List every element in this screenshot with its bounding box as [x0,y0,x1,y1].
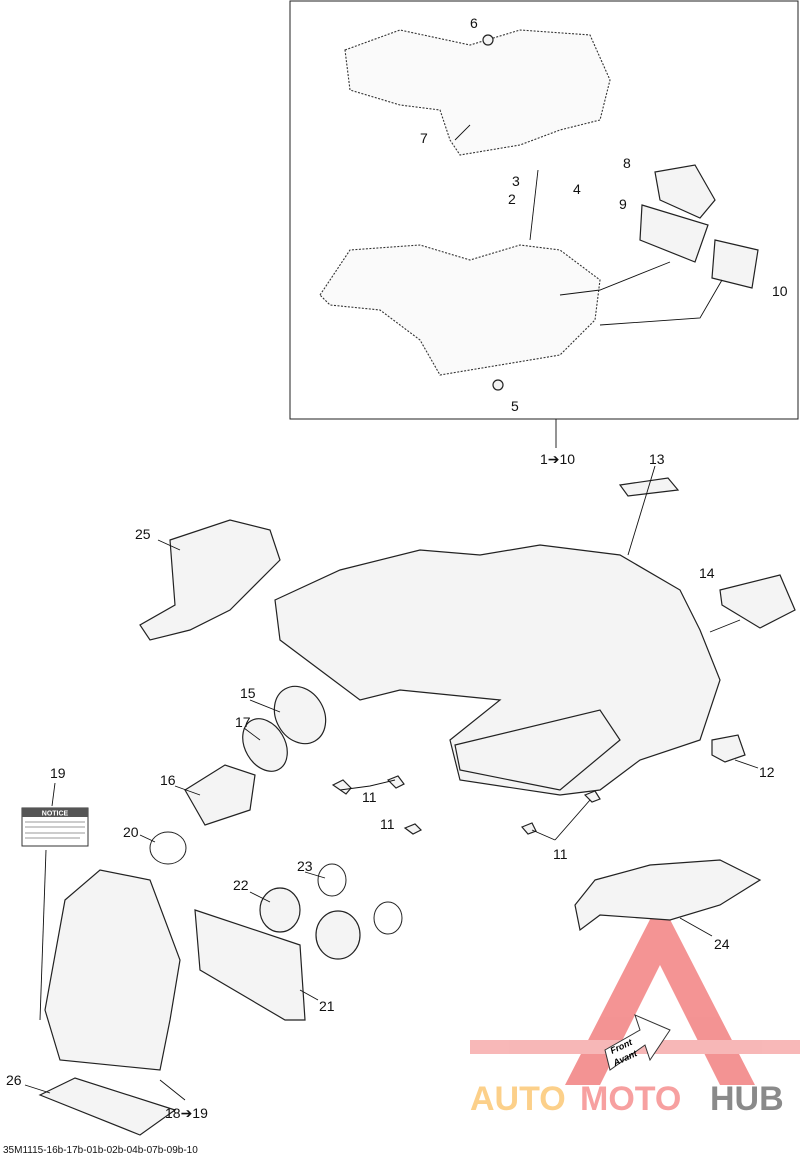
boot-part-22a [259,887,301,933]
callout-13: 13 [649,451,665,467]
leader-lines [24,124,759,1101]
callout-26: 26 [6,1072,22,1088]
callout-7: 7 [420,130,428,146]
oring-part-20 [149,831,187,865]
callout-11-b: 11 [380,816,395,832]
callout-23: 23 [297,858,313,874]
callout-3: 3 [512,173,520,189]
callout-22: 22 [233,877,249,893]
callout-10: 10 [772,283,788,299]
callout-5: 5 [511,398,519,414]
plate-part-21 [194,909,306,1021]
diagram-reference-code: 35M1115-16b-17b-01b-02b-04b-07b-09b-10 [3,1145,198,1156]
bracket-part-25 [139,519,281,641]
cap-part-12 [711,734,746,763]
callout-24: 24 [714,936,730,952]
callout-11-c: 11 [553,846,568,862]
callout-18-to-19: 18➔19 [165,1105,208,1121]
panel-part-14 [719,574,796,629]
intake-duct-part [454,709,621,791]
callout-9: 9 [619,196,627,212]
seal-part-26 [38,1077,177,1136]
callout-20: 20 [123,824,139,840]
filter-part-8 [654,164,716,219]
boot-part-15 [273,685,327,745]
callout-16: 16 [160,772,176,788]
notice-label-part: NOTICE [21,807,89,847]
svg-text:MOTO: MOTO [580,1080,681,1118]
upper-cover-part [344,29,611,156]
callout-17: 17 [235,714,251,730]
callout-2: 2 [508,191,516,207]
callout-1-to-10: 1➔10 [540,451,575,467]
boot-part-22b [315,910,361,960]
clamp-part-23a [317,863,347,897]
svg-text:AUTO: AUTO [470,1080,566,1118]
inset-box [289,0,799,420]
callout-4: 4 [573,181,581,197]
watermark-text: AUTO MOTO HUB [470,1080,784,1118]
adapter-part-16 [184,764,256,826]
callout-14: 14 [699,565,715,581]
callout-15: 15 [240,685,256,701]
clamp-part-23b [373,901,403,935]
svg-text:HUB: HUB [710,1080,784,1118]
svg-text:NOTICE: NOTICE [42,811,69,818]
filter-part-10 [711,239,759,289]
duct-part-24 [574,859,762,932]
lower-housing-part [319,244,601,376]
clamp-part-17 [242,718,288,772]
callout-12: 12 [759,764,775,780]
callout-8: 8 [623,155,631,171]
callout-25: 25 [135,526,151,542]
callout-labels: 6 7 3 4 2 8 9 10 5 1➔10 13 25 14 15 17 1… [6,15,788,1121]
callout-11-a: 11 [362,789,377,805]
airbox-lower-part [44,869,181,1071]
callout-6: 6 [470,15,478,31]
callout-19: 19 [50,765,66,781]
callout-21: 21 [319,998,335,1014]
filter-part-9 [639,204,709,263]
